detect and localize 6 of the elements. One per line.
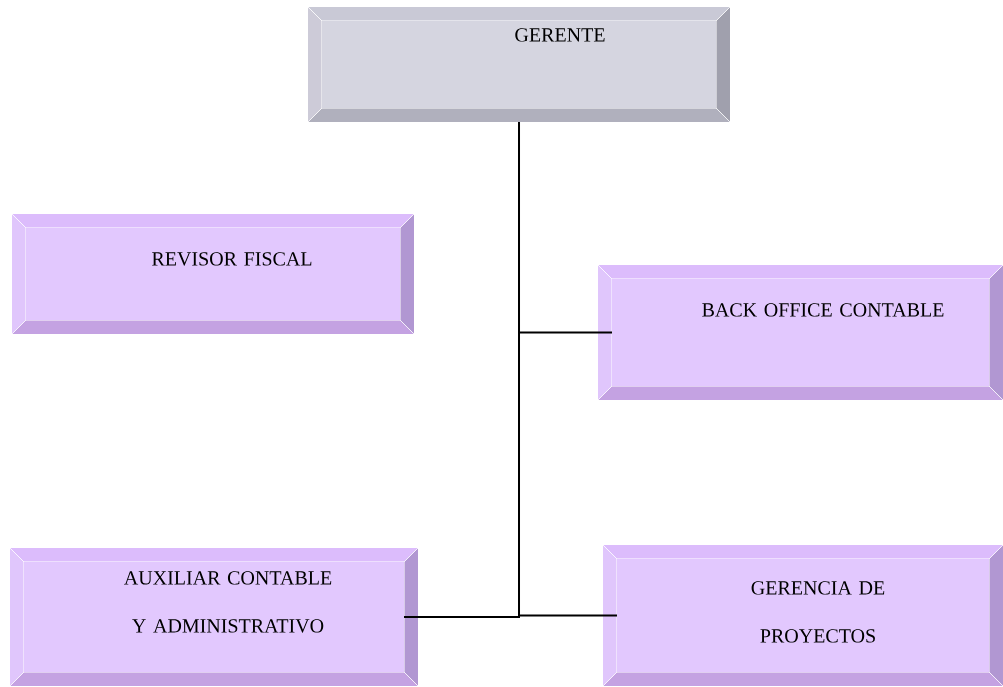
org-box: BACK OFFICE CONTABLE (597, 264, 1003, 401)
org-box: REVISOR FISCAL (11, 213, 415, 335)
org-box: AUXILIAR CONTABLE Y ADMINISTRATIVO (9, 547, 419, 687)
org-box: GERENCIA DE PROYECTOS (602, 544, 1003, 687)
connector-line (518, 121, 618, 617)
org-box: GERENTE (307, 6, 731, 123)
